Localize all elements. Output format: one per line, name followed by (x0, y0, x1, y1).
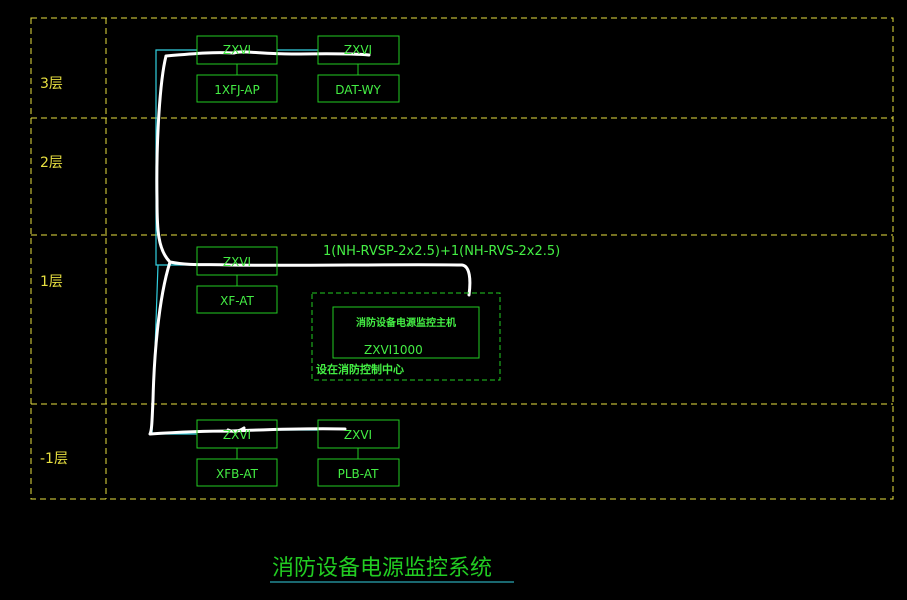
device-group-3f-b: ZXVI DAT-WY (317, 35, 400, 103)
module-label-b1-b: ZXVI (344, 428, 372, 442)
panel-box-b1-a (196, 458, 278, 487)
floor-grid (30, 17, 894, 500)
module-label-3f-b: ZXVI (344, 43, 372, 57)
monitor-host-box (332, 306, 480, 359)
drawing-title-block: 消防设备电源监控系统 (270, 556, 514, 583)
module-label-1f: ZXVI (223, 255, 251, 269)
panel-label-b1-a: XFB-AT (216, 467, 259, 481)
module-label-b1-a: ZXVI (223, 428, 251, 442)
floor-labels: 3层 2层 1层 -1层 (40, 76, 68, 467)
panel-label-3f-a: 1XFJ-AP (214, 83, 259, 97)
floor-label-3: 3层 (40, 76, 63, 92)
panel-box-1f (196, 285, 278, 314)
panel-box-3f-b (317, 74, 400, 103)
module-label-3f-a: ZXVI (223, 43, 251, 57)
device-group-3f-a: ZXVI 1XFJ-AP (196, 35, 278, 103)
monitor-host-location: 设在消防控制中心 (316, 362, 404, 376)
panel-label-3f-b: DAT-WY (335, 83, 381, 97)
panel-box-b1-b (317, 458, 400, 487)
panel-box-3f-a (196, 74, 278, 103)
panel-label-b1-b: PLB-AT (338, 467, 379, 481)
monitor-host-model: ZXVI1000 (364, 343, 423, 357)
monitor-host-title: 消防设备电源监控主机 (356, 316, 456, 329)
device-group-b1-a: ZXVI XFB-AT (196, 419, 278, 487)
panel-label-1f: XF-AT (220, 294, 254, 308)
floor-label-1: 1层 (40, 274, 63, 290)
floor-label-b1: -1层 (40, 451, 68, 467)
cable-routing (151, 49, 318, 435)
drawing-title: 消防设备电源监控系统 (272, 556, 492, 581)
floor-label-2: 2层 (40, 155, 63, 171)
cable-riser-lower (151, 264, 197, 435)
monitor-host-group: 消防设备电源监控主机 ZXVI1000 设在消防控制中心 (311, 292, 501, 381)
device-group-b1-b: ZXVI PLB-AT (317, 419, 400, 487)
device-group-1f: ZXVI XF-AT (196, 246, 278, 314)
control-center-dashed-frame (311, 292, 501, 381)
cable-spec-label: 1(NH-RVSP-2x2.5)+1(NH-RVS-2x2.5) (323, 244, 560, 259)
highlight-sketch-path (148, 50, 472, 436)
grid-outer-frame (30, 17, 894, 500)
